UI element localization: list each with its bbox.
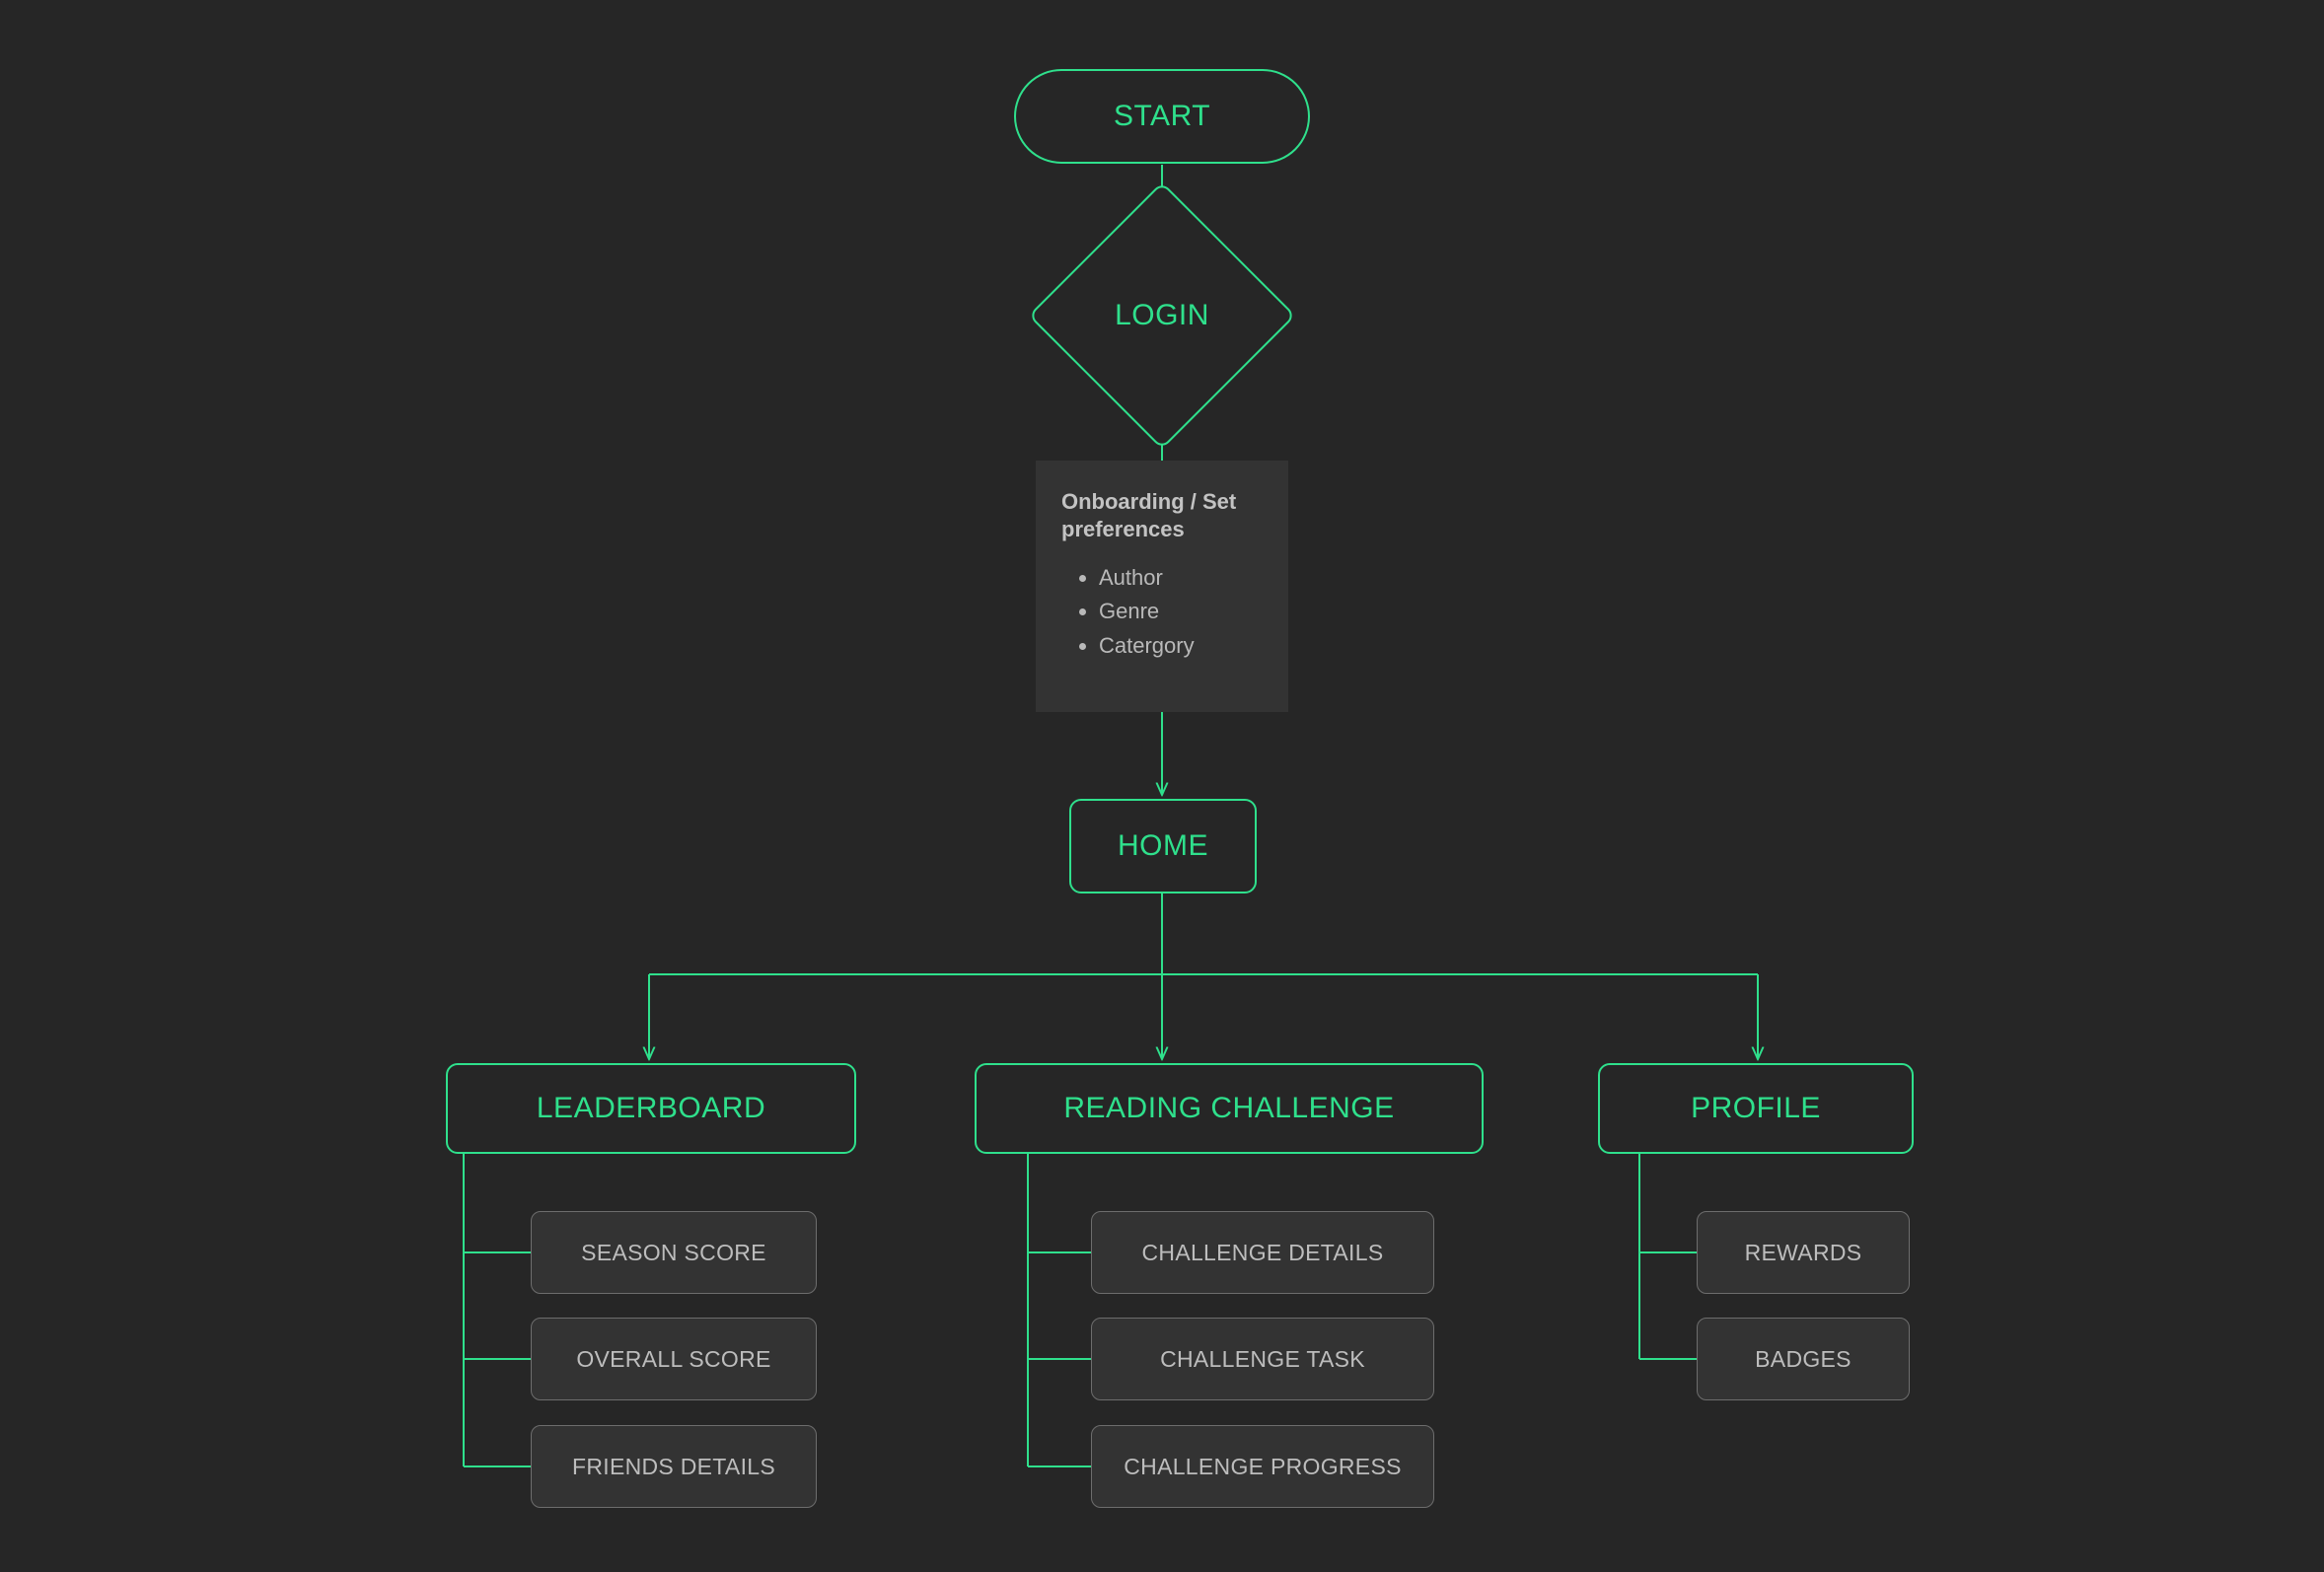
node-season-score[interactable]: SEASON SCORE bbox=[531, 1211, 817, 1294]
node-leaderboard-label: LEADERBOARD bbox=[536, 1092, 766, 1124]
node-leaderboard[interactable]: LEADERBOARD bbox=[446, 1063, 856, 1154]
node-login-label: LOGIN bbox=[1115, 299, 1209, 331]
node-profile-label: PROFILE bbox=[1691, 1092, 1821, 1124]
node-challenge-task[interactable]: CHALLENGE TASK bbox=[1091, 1318, 1434, 1400]
node-overall-score[interactable]: OVERALL SCORE bbox=[531, 1318, 817, 1400]
node-home-label: HOME bbox=[1118, 829, 1208, 862]
node-start-label: START bbox=[1113, 100, 1211, 132]
node-home[interactable]: HOME bbox=[1069, 799, 1257, 893]
node-challenge-progress-label: CHALLENGE PROGRESS bbox=[1124, 1453, 1402, 1479]
node-rewards[interactable]: REWARDS bbox=[1697, 1211, 1910, 1294]
node-reading-challenge[interactable]: READING CHALLENGE bbox=[975, 1063, 1484, 1154]
node-reading-challenge-label: READING CHALLENGE bbox=[1063, 1092, 1395, 1124]
onboarding-preference-item: Author bbox=[1099, 561, 1263, 595]
node-badges-label: BADGES bbox=[1755, 1345, 1852, 1372]
node-rewards-label: REWARDS bbox=[1744, 1239, 1862, 1265]
onboarding-note-title: Onboarding / Set preferences bbox=[1061, 489, 1237, 542]
node-challenge-task-label: CHALLENGE TASK bbox=[1160, 1345, 1365, 1372]
node-challenge-progress[interactable]: CHALLENGE PROGRESS bbox=[1091, 1425, 1434, 1508]
node-overall-score-label: OVERALL SCORE bbox=[576, 1345, 771, 1372]
node-badges[interactable]: BADGES bbox=[1697, 1318, 1910, 1400]
node-friends-details-label: FRIENDS DETAILS bbox=[572, 1453, 775, 1479]
onboarding-preference-list: Author Genre Catergory bbox=[1061, 561, 1263, 662]
onboarding-note-panel: Onboarding / Set preferences Author Genr… bbox=[1036, 461, 1288, 712]
onboarding-preference-item: Genre bbox=[1099, 595, 1263, 628]
node-challenge-details[interactable]: CHALLENGE DETAILS bbox=[1091, 1211, 1434, 1294]
node-season-score-label: SEASON SCORE bbox=[581, 1239, 766, 1265]
node-challenge-details-label: CHALLENGE DETAILS bbox=[1141, 1239, 1384, 1265]
node-start[interactable]: START bbox=[1014, 69, 1310, 164]
onboarding-preference-item: Catergory bbox=[1099, 629, 1263, 663]
node-friends-details[interactable]: FRIENDS DETAILS bbox=[531, 1425, 817, 1508]
node-login[interactable]: LOGIN bbox=[1028, 181, 1296, 450]
node-profile[interactable]: PROFILE bbox=[1598, 1063, 1914, 1154]
